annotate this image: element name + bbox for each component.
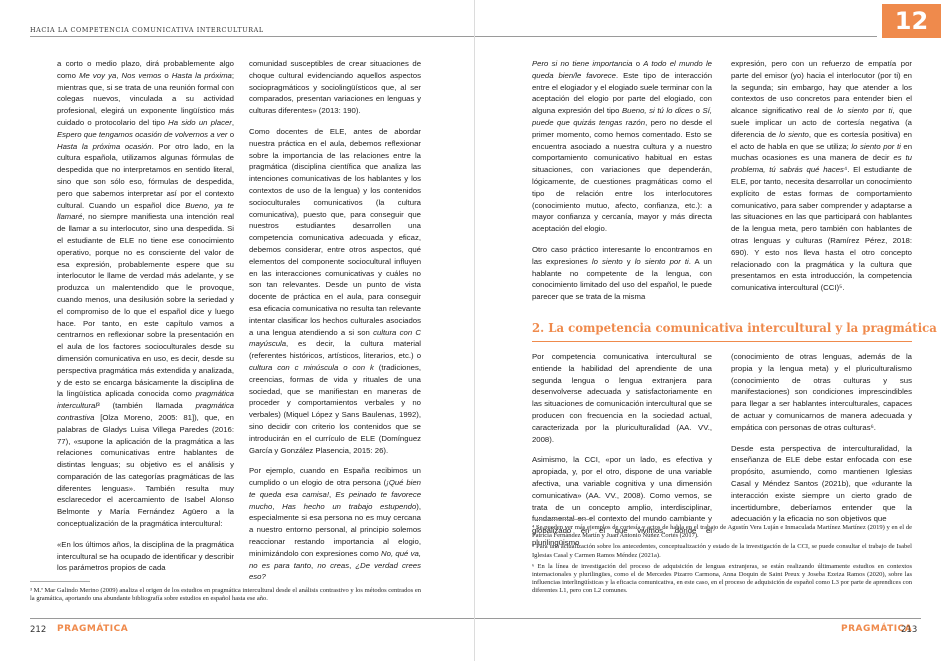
chapter-number-badge: 12 (882, 4, 941, 38)
paragraph: Asimismo, la CCI, «por un lado, es efect… (532, 455, 712, 547)
paragraph: a corto o medio plazo, dirá probablement… (57, 59, 235, 529)
section-heading-rule (532, 341, 912, 342)
right-column-1: Pero si no tiene importancia o A todo el… (532, 58, 712, 303)
right-column-3: Por competencia comunicativa intercultur… (532, 351, 712, 549)
page-number-right: 213 (901, 625, 918, 635)
header-rule (30, 36, 474, 37)
footer-rule (475, 618, 921, 619)
paragraph: Por competencia comunicativa intercultur… (532, 352, 712, 444)
header-rule (475, 36, 877, 37)
paragraph: Como docentes de ELE, antes de abordar n… (249, 126, 421, 455)
right-column-2: expresión, pero con un refuerzo de empat… (731, 58, 912, 294)
paragraph: comunidad susceptibles de crear situacio… (249, 59, 421, 116)
left-page: HACIA LA COMPETENCIA COMUNICATIVA INTERC… (0, 0, 474, 661)
left-column-1: a corto o medio plazo, dirá probablement… (57, 58, 234, 574)
right-footnotes: ⁴ Se pueden ver más ejemplos de cortesía… (532, 524, 912, 599)
right-page: 12 Pero si no tiene importancia o A todo… (475, 0, 949, 661)
paragraph: (conocimiento de otras lenguas, además d… (731, 352, 912, 432)
left-footnotes: ³ M.ª Mar Galindo Merino (2009) analiza … (30, 587, 421, 606)
page-number-left: 212 (30, 625, 47, 635)
paragraph: Por ejemplo, cuando en España recibimos … (249, 466, 422, 582)
series-brand-left: PRAGMÁTICA (57, 624, 129, 634)
section-heading: 2. La competencia comunicativa intercult… (532, 321, 937, 335)
footer-rule (30, 618, 474, 619)
left-column-2: comunidad susceptibles de crear situacio… (249, 58, 421, 583)
paragraph: ⁴ Se pueden ver más ejemplos de cortesía… (532, 524, 912, 540)
running-head: HACIA LA COMPETENCIA COMUNICATIVA INTERC… (30, 26, 264, 34)
paragraph: ⁵ Para una actualización sobre los antec… (532, 543, 912, 559)
footnote-rule (532, 519, 592, 520)
paragraph: Otro caso práctico interesante lo encont… (532, 244, 712, 302)
paragraph: «En los últimos años, la disciplina de l… (57, 539, 234, 573)
paragraph: expresión, pero con un refuerzo de empat… (731, 59, 912, 293)
paragraph: Desde esta perspectiva de interculturali… (731, 443, 912, 524)
right-column-4: (conocimiento de otras lenguas, además d… (731, 351, 912, 525)
book-spine (474, 0, 475, 661)
paragraph: ⁶ En la línea de investigación del proce… (532, 562, 912, 595)
paragraph: ³ M.ª Mar Galindo Merino (2009) analiza … (30, 587, 421, 603)
footnote-rule (30, 581, 90, 582)
paragraph: Pero si no tiene importancia o A todo el… (532, 59, 713, 234)
series-brand-right: PRAGMÁTICA (841, 624, 913, 634)
